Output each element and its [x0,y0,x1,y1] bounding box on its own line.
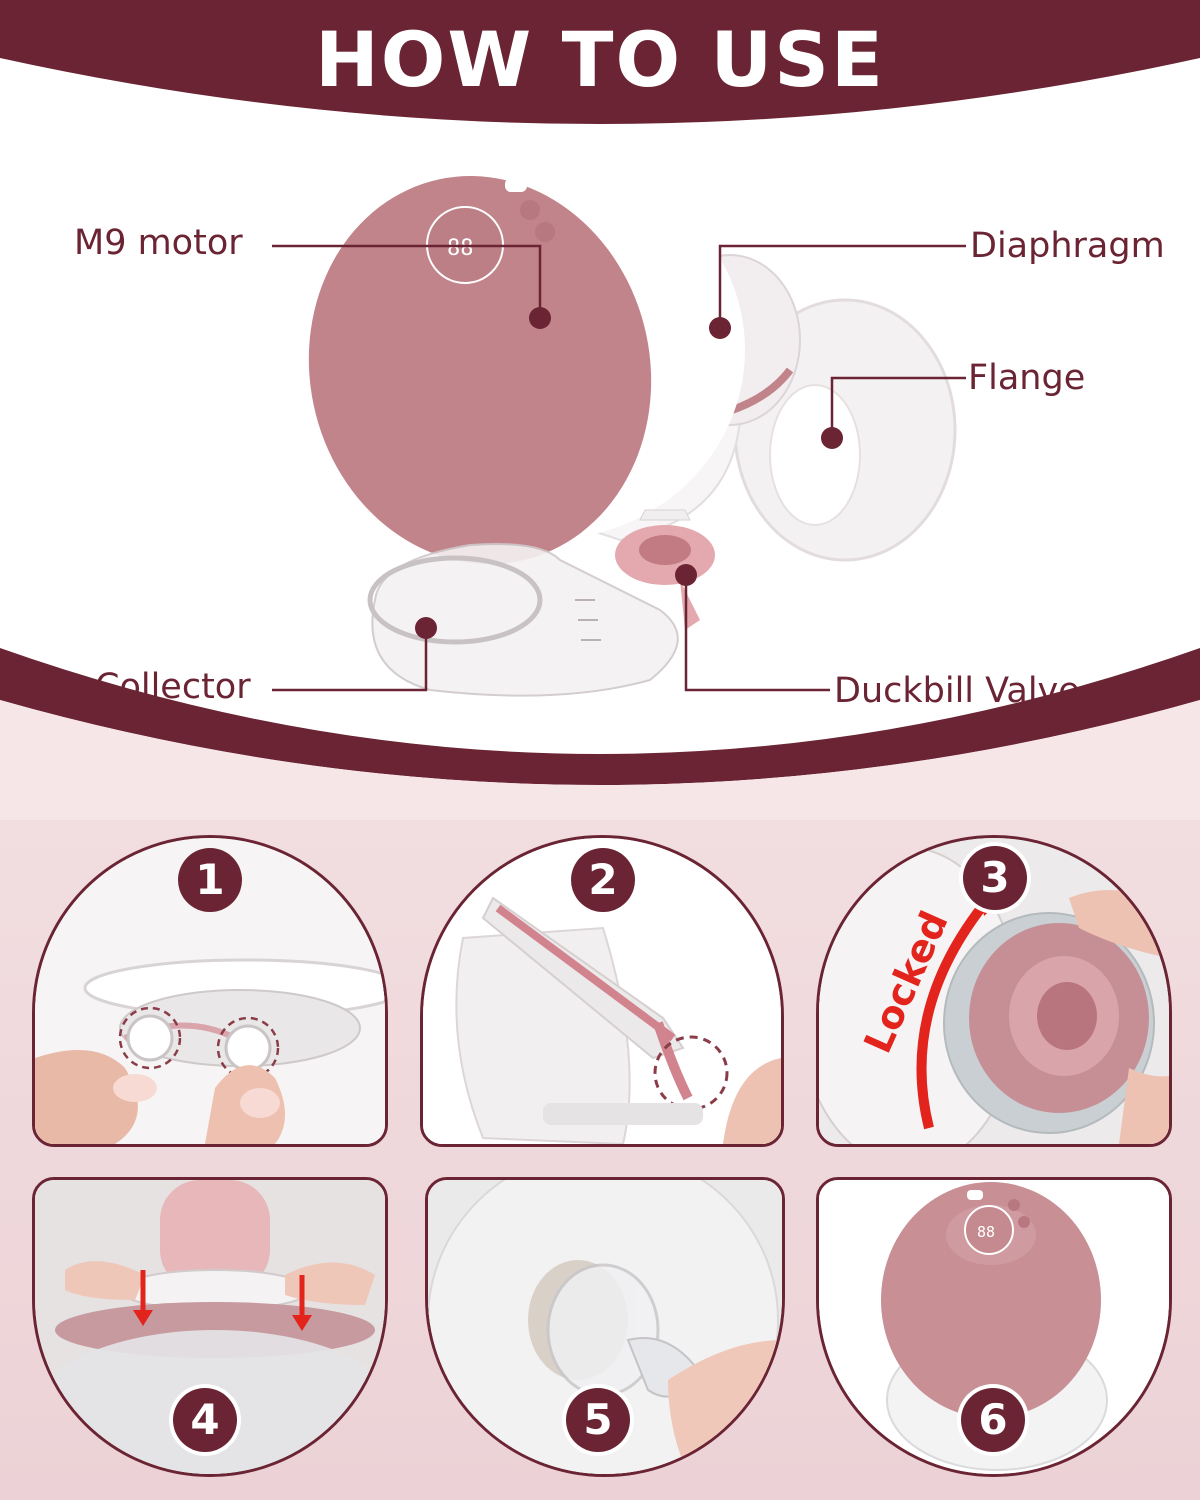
hero-bottom-curve [0,648,1200,785]
step-2-badge: 2 [571,848,635,912]
step-6-badge: 6 [961,1388,1025,1452]
page-title: HOW TO USE [315,15,885,104]
collector-illustration [367,543,679,697]
step-6-panel: 88 6 [816,1177,1172,1477]
callout-valve-label: Duckbill Valve [834,671,1080,711]
callout-collector-label: Collector [95,667,251,707]
flange-callout-dot [821,427,843,449]
valve-callout-dot [675,564,697,586]
callout-flange-label: Flange [968,358,1086,398]
motor-callout-dot [529,307,551,329]
step-2-panel: 2 [420,835,784,1147]
lock-arrow [916,894,993,1130]
step-5-badge: 5 [566,1388,630,1452]
step-1-badge: 1 [178,848,242,912]
motor-body: 88 [308,160,745,564]
step-4-panel: 4 [32,1177,388,1477]
svg-text:88: 88 [977,1223,995,1241]
diaphragm-callout-dot [709,317,731,339]
callout-lines [272,244,966,692]
callout-diaphragm-label: Diaphragm [970,226,1165,266]
callout-motor-label: M9 motor [74,223,243,263]
collector-callout-dot [415,617,437,639]
callout-dots [415,307,843,639]
product-exploded-view: 88 [272,160,966,697]
step-5-panel: 5 [425,1177,785,1477]
svg-text:88: 88 [447,236,474,261]
step-4-badge: 4 [173,1388,237,1452]
header-banner [0,0,1200,124]
step-1-panel: 1 [32,835,388,1147]
step-3-panel: Locked 3 [816,835,1172,1147]
step-3-badge: 3 [963,846,1027,910]
